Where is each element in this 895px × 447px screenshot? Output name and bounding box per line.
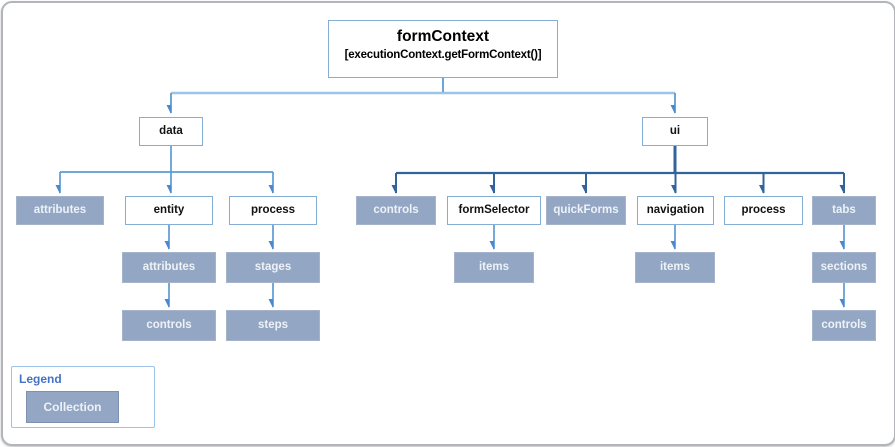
node-ui-controls: controls bbox=[356, 196, 436, 225]
node-navigation: navigation bbox=[637, 196, 714, 225]
legend-title: Legend bbox=[19, 372, 62, 386]
node-data-attributes: attributes bbox=[16, 196, 104, 225]
node-entity-attributes: attributes bbox=[122, 252, 216, 283]
node-entity: entity bbox=[125, 196, 213, 225]
connectors-ui-branch-dark bbox=[396, 146, 845, 193]
node-tabs: tabs bbox=[812, 196, 876, 225]
connectors-root bbox=[171, 78, 676, 113]
node-entity-controls: controls bbox=[122, 310, 216, 341]
legend-box: Legend Collection bbox=[11, 366, 155, 428]
node-sections: sections bbox=[812, 252, 876, 283]
node-navigation-items: items bbox=[635, 252, 715, 283]
formcontext-subtitle: [executionContext.getFormContext()] bbox=[344, 49, 542, 61]
node-sections-controls: controls bbox=[812, 310, 876, 341]
node-formselector: formSelector bbox=[447, 196, 541, 225]
node-formselector-items: items bbox=[454, 252, 534, 283]
legend-collection-swatch: Collection bbox=[26, 391, 119, 423]
node-ui: ui bbox=[642, 117, 708, 146]
node-quickforms: quickForms bbox=[546, 196, 626, 225]
node-data-process: process bbox=[229, 196, 317, 225]
node-steps: steps bbox=[226, 310, 320, 341]
node-formcontext: formContext [executionContext.getFormCon… bbox=[328, 20, 558, 78]
formcontext-title: formContext bbox=[396, 28, 490, 45]
node-ui-process: process bbox=[724, 196, 803, 225]
node-data: data bbox=[139, 117, 203, 146]
node-stages: stages bbox=[226, 252, 320, 283]
